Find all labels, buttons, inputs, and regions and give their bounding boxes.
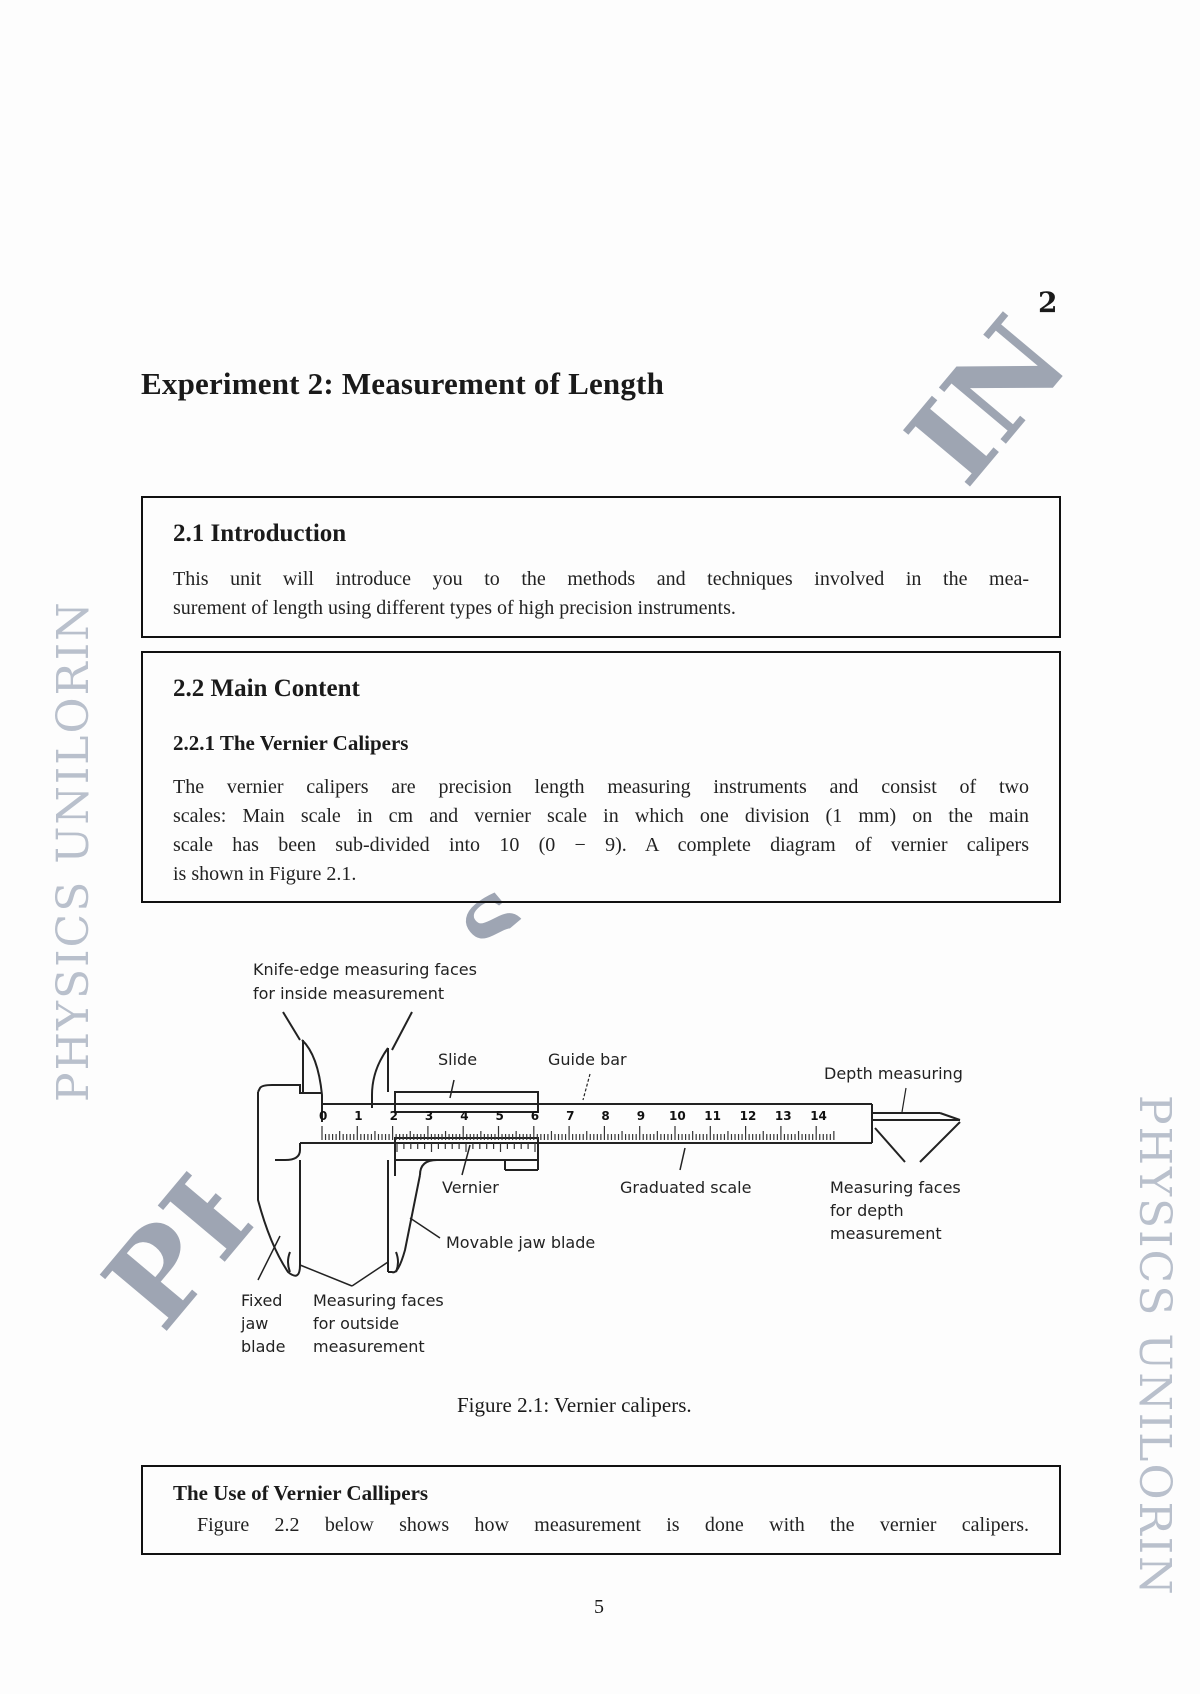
text-line: scales: Main scale in cm and vernier sca… (173, 805, 1029, 827)
vernier-calipers-subheading: 2.2.1 The Vernier Calipers (173, 731, 409, 755)
use-vernier-box: The Use of Vernier Callipers Figure 2.2 … (141, 1465, 1061, 1555)
label-line: Fixed (241, 1291, 283, 1310)
label-line: for depth (830, 1201, 904, 1220)
label-vernier: Vernier (442, 1178, 499, 1197)
watermark-right: PHYSICS UNILORIN (1129, 1095, 1180, 1597)
label-movable-jaw: Movable jaw blade (446, 1233, 596, 1252)
scale-number: 7 (566, 1109, 574, 1123)
scale-number: 11 (704, 1109, 721, 1123)
figure-caption: Figure 2.1: Vernier calipers. (457, 1393, 692, 1417)
scale-number: 12 (740, 1109, 757, 1123)
scale-number: 14 (810, 1109, 827, 1123)
label-depth-faces: Measuring faces for depth measurement (830, 1176, 961, 1245)
label-line: Measuring faces (313, 1291, 444, 1310)
scale-number: 1 (354, 1109, 362, 1123)
text-line: This unit will introduce you to the meth… (173, 568, 1029, 590)
introduction-text: This unit will introduce you to the meth… (173, 565, 1029, 623)
vernier-calipers-text: The vernier calipers are precision lengt… (173, 773, 1029, 889)
scale-number: 9 (637, 1109, 645, 1123)
scale-number: 6 (531, 1109, 539, 1123)
text-line: surement of length using different types… (173, 597, 736, 619)
scale-number: 5 (496, 1109, 504, 1123)
label-guide-bar: Guide bar (548, 1050, 627, 1069)
scale-number: 8 (601, 1109, 609, 1123)
introduction-heading: 2.1 Introduction (173, 520, 347, 547)
scale-number: 13 (775, 1109, 792, 1123)
label-line: Knife-edge measuring faces (253, 960, 477, 979)
chapter-number: 2 (1038, 286, 1058, 319)
scale-number: 3 (425, 1109, 433, 1123)
scale-number: 4 (460, 1109, 468, 1123)
use-vernier-heading: The Use of Vernier Callipers (173, 1481, 429, 1505)
page-number: 5 (594, 1596, 604, 1618)
label-line: for inside measurement (253, 984, 445, 1003)
label-line: Measuring faces (830, 1178, 961, 1197)
scale-number: 0 (319, 1109, 327, 1123)
main-content-heading: 2.2 Main Content (173, 675, 360, 702)
text-line: The vernier calipers are precision lengt… (173, 776, 1029, 798)
main-content-box: 2.2 Main Content 2.2.1 The Vernier Calip… (141, 651, 1061, 903)
watermark-left: PHYSICS UNILORIN (48, 600, 99, 1102)
label-line: blade (241, 1337, 286, 1356)
label-outside-faces: Measuring faces for outside measurement (313, 1289, 444, 1358)
label-line: for outside (313, 1314, 400, 1333)
page-title: Experiment 2: Measurement of Length (141, 366, 665, 401)
watermark-diag-ph: PH (77, 1107, 317, 1354)
label-graduated-scale: Graduated scale (620, 1178, 752, 1197)
label-knife-edge: Knife-edge measuring faces for inside me… (253, 958, 477, 1006)
label-fixed-jaw: Fixed jaw blade (241, 1289, 285, 1358)
watermark-diag-in: IN (880, 291, 1096, 510)
scale-number: 10 (669, 1109, 686, 1123)
introduction-box: 2.1 Introduction This unit will introduc… (141, 496, 1061, 638)
text-line: is shown in Figure 2.1. (173, 863, 357, 885)
label-depth-measuring: Depth measuring (824, 1064, 963, 1083)
scale-number: 2 (390, 1109, 398, 1123)
label-line: measurement (830, 1224, 942, 1243)
label-line: measurement (313, 1337, 425, 1356)
text-line: scale has been sub-divided into 10 (0 − … (173, 834, 1029, 856)
use-vernier-text: Figure 2.2 below shows how measurement i… (197, 1514, 1029, 1536)
label-slide: Slide (438, 1050, 478, 1069)
label-line: jaw (241, 1314, 269, 1333)
